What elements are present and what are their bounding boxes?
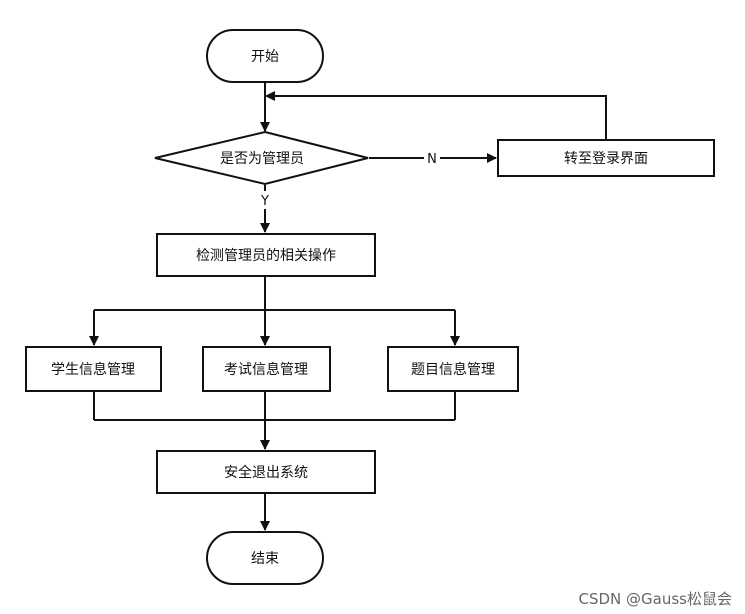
redirect-node: [497, 139, 715, 177]
exam-node-label: 考试信息管理: [224, 361, 308, 378]
exit-node-label: 安全退出系统: [224, 464, 308, 481]
start-node-label: 开始: [251, 49, 279, 65]
detect-node: [156, 233, 376, 277]
end-node: [206, 531, 324, 585]
student-node-label: 学生信息管理: [51, 361, 135, 378]
watermark-text: CSDN @Gauss松鼠会: [579, 590, 733, 608]
edge-label-yes-bg: [256, 191, 274, 209]
edge-label-no: N: [427, 152, 437, 167]
question-node-label: 题目信息管理: [411, 361, 495, 378]
edge-label-no-bg: [424, 149, 440, 167]
connectors: [89, 83, 607, 531]
edge-redirect-loop: [265, 91, 607, 140]
redirect-node-label: 转至登录界面: [564, 151, 648, 167]
exam-node: [202, 346, 331, 392]
student-node: [25, 346, 162, 392]
question-node: [387, 346, 519, 392]
edge-label-yes: Y: [260, 194, 269, 209]
exit-node: [156, 450, 376, 494]
start-node: [206, 29, 324, 83]
detect-node-label: 检测管理员的相关操作: [196, 248, 336, 264]
decision-node: [154, 130, 369, 186]
end-node-label: 结束: [251, 551, 279, 567]
decision-node-label: 是否为管理员: [220, 151, 304, 167]
